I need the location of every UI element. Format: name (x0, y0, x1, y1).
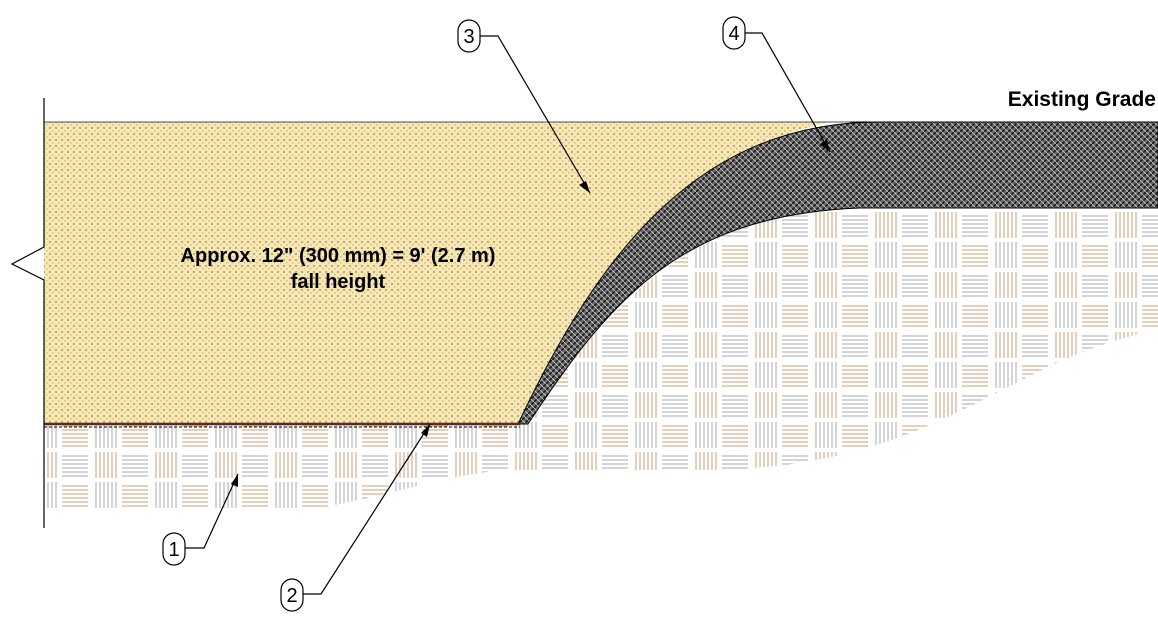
callout-1-number: 1 (168, 539, 179, 561)
callout-1: 1 (162, 473, 239, 566)
fall-height-label-line1: Approx. 12" (300 mm) = 9' (2.7 m) (181, 245, 496, 267)
callout-3: 3 (457, 19, 591, 194)
existing-grade-label: Existing Grade (1008, 88, 1156, 111)
subgrade-soil (44, 208, 1158, 512)
break-line (10, 98, 45, 528)
callout-3-number: 3 (463, 26, 474, 48)
callout-2: 2 (280, 423, 431, 612)
callout-2-number: 2 (286, 585, 297, 607)
callout-4: 4 (722, 16, 831, 153)
callout-4-number: 4 (728, 23, 739, 45)
fall-height-label-line2: fall height (291, 271, 386, 293)
surfacing-material (44, 122, 830, 424)
